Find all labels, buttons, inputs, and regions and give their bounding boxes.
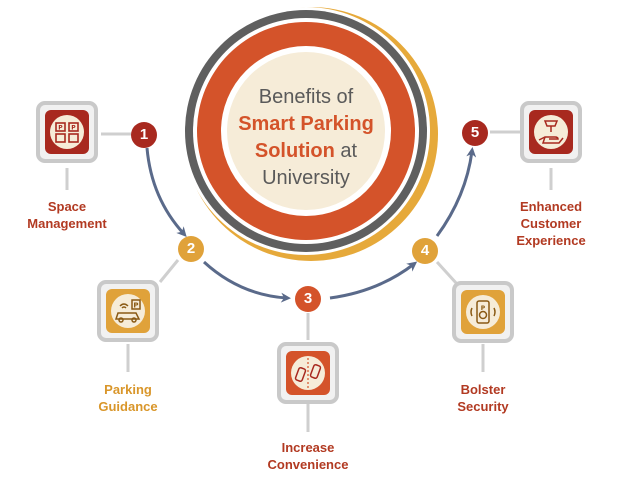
connector-lines	[65, 130, 553, 432]
cars-lane-icon	[286, 351, 330, 395]
step-2-label: Parking Guidance	[78, 381, 178, 415]
step-3-tile	[277, 342, 339, 404]
step-2-tile: P	[97, 280, 159, 342]
svg-text:P: P	[71, 125, 76, 132]
svg-text:P: P	[58, 125, 63, 132]
step-5-label: Enhanced Customer Experience	[497, 198, 605, 249]
title-line-3: Solution at	[228, 138, 384, 165]
hand-car-icon	[529, 110, 573, 154]
step-5-badge: 5	[462, 120, 488, 146]
step-5-tile	[520, 101, 582, 163]
step-1-tile: P P	[36, 101, 98, 163]
step-4-badge: 4	[412, 238, 438, 264]
title-line-2: Smart Parking	[238, 113, 374, 135]
step-4-label: Bolster Security	[433, 381, 533, 415]
center-ring	[182, 7, 438, 261]
step-3-label-line-2: Convenience	[267, 457, 349, 472]
step-5-label-line-3: Experience	[516, 233, 586, 248]
step-2-badge: 2	[178, 236, 204, 262]
parking-grid-icon: P P	[45, 110, 89, 154]
center-title: Benefits of Smart Parking Solution at Un…	[228, 84, 384, 192]
title-line-3-bold: Solution	[254, 140, 335, 162]
title-line-4: University	[262, 167, 350, 189]
step-2-label-line-1: Parking	[104, 382, 152, 397]
flow-arrow-2-3	[202, 260, 291, 303]
step-4-label-line-1: Bolster	[460, 382, 506, 397]
svg-text:P: P	[133, 302, 138, 310]
step-1-badge: 1	[131, 122, 157, 148]
step-5-label-line-2: Customer	[520, 216, 582, 231]
phone-parking-icon: P	[461, 290, 505, 334]
step-4-tile: P	[452, 281, 514, 343]
step-2-label-line-2: Guidance	[98, 399, 158, 414]
step-5-label-line-1: Enhanced	[519, 199, 583, 214]
step-1-label: Space Management	[17, 198, 117, 232]
step-4-label-line-2: Security	[457, 399, 509, 414]
title-line-3-rest: at	[334, 140, 358, 162]
svg-text:P: P	[481, 305, 486, 312]
step-3-label: Increase Convenience	[248, 439, 368, 473]
step-1-label-line-1: Space	[47, 199, 87, 214]
car-parking-wifi-icon: P	[106, 289, 150, 333]
title-line-1: Benefits of	[258, 86, 354, 108]
flow-arrow-3-4	[329, 261, 418, 300]
flow-arrow-1-2	[145, 147, 187, 237]
step-1-label-line-2: Management	[27, 216, 107, 231]
step-3-badge: 3	[295, 286, 321, 312]
flow-arrow-4-5	[435, 147, 477, 237]
step-3-label-line-1: Increase	[281, 440, 335, 455]
